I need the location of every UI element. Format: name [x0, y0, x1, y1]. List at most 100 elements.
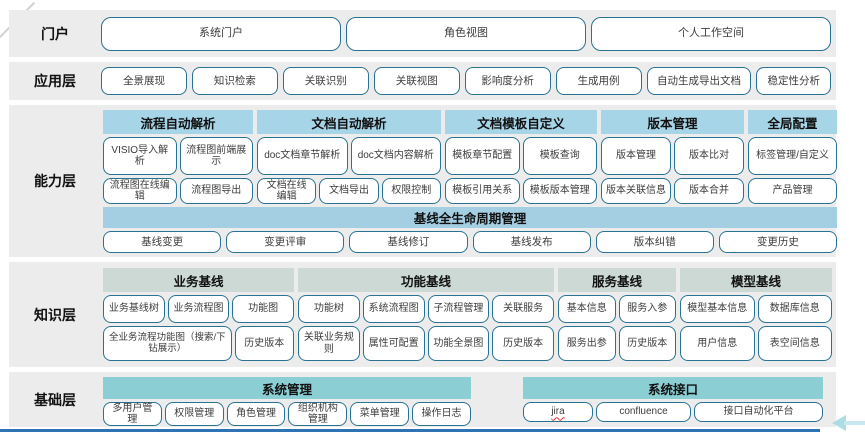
knowledge-button[interactable]: 表空间信息 [757, 326, 832, 361]
layer-row-application: 应用层 全景展现 知识检索 关联识别 关联视图 影响度分析 生成用例 自动生成导… [9, 62, 836, 100]
knowledge-button[interactable]: 系统流程图 [362, 295, 425, 323]
baseline-lifecycle-header: 基线全生命周期管理 [103, 207, 837, 228]
foundation-button[interactable]: 菜单管理 [350, 402, 410, 426]
baseline-button[interactable]: 基线修订 [349, 230, 468, 253]
capability-button[interactable]: doc文档内容解析 [350, 137, 441, 175]
layer-row-foundation: 基础层 系统管理 多用户管理 权限管理 角色管理 组织机构管理 菜单管理 操作日… [9, 372, 836, 427]
knowledge-button[interactable]: 历史版本 [492, 326, 554, 361]
group-header: 系统接口 [523, 377, 823, 399]
foundation-content: 系统管理 多用户管理 权限管理 角色管理 组织机构管理 菜单管理 操作日志 系统… [101, 372, 836, 427]
capability-button[interactable]: 版本合并 [674, 178, 744, 204]
foundation-button[interactable]: 角色管理 [226, 402, 286, 426]
knowledge-button[interactable]: 关联服务 [492, 295, 554, 323]
portal-button[interactable]: 个人工作空间 [591, 16, 831, 51]
group-header: 文档模板自定义 [445, 110, 597, 134]
foundation-button[interactable]: 操作日志 [412, 402, 471, 426]
capability-group-doc-parse: 文档自动解析 doc文档章节解析 doc文档内容解析 文档在线编辑 文档导出 权… [257, 110, 441, 204]
knowledge-group-service-baseline: 服务基线 基本信息 服务入参 服务出参 历史版本 [558, 268, 676, 361]
app-button[interactable]: 关联视图 [373, 67, 460, 95]
app-button[interactable]: 自动生成导出文档 [646, 67, 752, 95]
capability-content: 流程自动解析 VISIO导入解析 流程图前端展示 流程图在线编辑 流程图导出 文… [101, 105, 842, 257]
foundation-button[interactable]: 多用户管理 [103, 402, 162, 426]
capability-button[interactable]: 权限控制 [381, 178, 441, 204]
knowledge-button[interactable]: 历史版本 [234, 326, 294, 361]
interface-button-confluence[interactable]: confluence [596, 402, 691, 422]
capability-button[interactable]: 流程图导出 [179, 178, 253, 204]
knowledge-button[interactable]: 功能图 [232, 295, 295, 323]
capability-button[interactable]: 版本关联信息 [601, 178, 671, 204]
baseline-button[interactable]: 变更历史 [718, 230, 838, 253]
arrow-tail [844, 421, 865, 425]
capability-button[interactable]: 模板引用关系 [445, 178, 520, 204]
capability-group-version-mgmt: 版本管理 版本管理 版本比对 版本关联信息 版本合并 [601, 110, 744, 204]
arrow-head [832, 415, 846, 431]
capability-group-global-config: 全局配置 标签管理/自定义 产品管理 [748, 110, 837, 204]
knowledge-group-model-baseline: 模型基线 模型基本信息 数据库信息 用户信息 表空间信息 [680, 268, 832, 361]
knowledge-button[interactable]: 功能树 [298, 295, 360, 323]
capability-button[interactable]: 产品管理 [748, 178, 837, 204]
foundation-button[interactable]: 权限管理 [164, 402, 224, 426]
capability-button[interactable]: 模板查询 [522, 137, 597, 175]
knowledge-button[interactable]: 功能全景图 [427, 326, 490, 361]
group-header: 系统管理 [103, 377, 471, 399]
group-header: 版本管理 [601, 110, 744, 134]
baseline-button[interactable]: 版本纠错 [595, 230, 714, 253]
app-button[interactable]: 全景展现 [101, 67, 187, 95]
group-header: 模型基线 [680, 268, 832, 292]
layer-row-portal: 门户 系统门户 角色视图 个人工作空间 [9, 10, 836, 57]
group-header: 流程自动解析 [103, 110, 253, 134]
knowledge-button[interactable]: 全业务流程功能图（搜索/下钻展示） [103, 326, 232, 361]
knowledge-button[interactable]: 基本信息 [558, 295, 616, 323]
knowledge-group-business-baseline: 业务基线 业务基线树 业务流程图 功能图 全业务流程功能图（搜索/下钻展示） 历… [103, 268, 295, 361]
capability-button[interactable]: 文档在线编辑 [257, 178, 317, 204]
interface-button-jira[interactable]: jira [523, 402, 593, 422]
capability-button[interactable]: 流程图在线编辑 [103, 178, 177, 204]
knowledge-button[interactable]: 模型基本信息 [680, 295, 755, 323]
foundation-button[interactable]: 组织机构管理 [288, 402, 348, 426]
foundation-group-system-mgmt: 系统管理 多用户管理 权限管理 角色管理 组织机构管理 菜单管理 操作日志 [103, 377, 471, 426]
layer-label-application: 应用层 [34, 73, 76, 89]
portal-content: 系统门户 角色视图 个人工作空间 [101, 16, 836, 51]
capability-group-doc-template: 文档模板自定义 模板章节配置 模板查询 模板引用关系 模板版本管理 [445, 110, 597, 204]
knowledge-group-function-baseline: 功能基线 功能树 系统流程图 子流程管理 关联服务 关联业务规则 属性可配置 功… [298, 268, 554, 361]
bottom-accent-line [0, 429, 820, 432]
portal-button[interactable]: 系统门户 [101, 16, 341, 51]
capability-button[interactable]: doc文档章节解析 [257, 137, 348, 175]
knowledge-button[interactable]: 用户信息 [680, 326, 755, 361]
application-content: 全景展现 知识检索 关联识别 关联视图 影响度分析 生成用例 自动生成导出文档 … [101, 67, 836, 95]
interface-button-api-platform[interactable]: 接口自动化平台 [694, 402, 823, 422]
knowledge-button[interactable]: 属性可配置 [362, 326, 425, 361]
app-button[interactable]: 生成用例 [555, 67, 642, 95]
baseline-buttons-row: 基线变更 变更评审 基线修订 基线发布 版本纠错 变更历史 [103, 230, 838, 253]
knowledge-content: 业务基线 业务基线树 业务流程图 功能图 全业务流程功能图（搜索/下钻展示） 历… [101, 262, 837, 367]
baseline-button[interactable]: 基线发布 [472, 230, 591, 253]
knowledge-button[interactable]: 关联业务规则 [298, 326, 360, 361]
app-button[interactable]: 知识检索 [191, 67, 278, 95]
capability-button[interactable]: 流程图前端展示 [179, 137, 253, 175]
knowledge-button[interactable]: 业务基线树 [103, 295, 165, 323]
portal-button[interactable]: 角色视图 [346, 16, 586, 51]
app-button[interactable]: 影响度分析 [464, 67, 551, 95]
capability-button[interactable]: VISIO导入解析 [103, 137, 177, 175]
knowledge-button[interactable]: 业务流程图 [167, 295, 230, 323]
app-button[interactable]: 稳定性分析 [756, 67, 831, 95]
capability-button[interactable]: 文档导出 [319, 178, 379, 204]
group-header: 全局配置 [748, 110, 837, 134]
capability-button[interactable]: 标签管理/自定义 [748, 137, 837, 175]
baseline-button[interactable]: 变更评审 [226, 230, 345, 253]
layer-row-knowledge: 知识层 业务基线 业务基线树 业务流程图 功能图 全业务流程功能图（搜索/下钻展… [9, 262, 836, 367]
layer-label-capability: 能力层 [34, 173, 76, 189]
app-button[interactable]: 关联识别 [282, 67, 369, 95]
knowledge-button[interactable]: 历史版本 [618, 326, 676, 361]
capability-button[interactable]: 模板章节配置 [445, 137, 520, 175]
knowledge-button[interactable]: 子流程管理 [427, 295, 490, 323]
capability-button[interactable]: 版本比对 [674, 137, 744, 175]
capability-button[interactable]: 版本管理 [601, 137, 671, 175]
capability-button[interactable]: 模板版本管理 [522, 178, 597, 204]
knowledge-button[interactable]: 服务出参 [558, 326, 616, 361]
knowledge-button[interactable]: 数据库信息 [757, 295, 832, 323]
capability-groups: 流程自动解析 VISIO导入解析 流程图前端展示 流程图在线编辑 流程图导出 文… [103, 110, 837, 204]
layer-label-knowledge: 知识层 [34, 306, 76, 323]
knowledge-button[interactable]: 服务入参 [618, 295, 676, 323]
baseline-button[interactable]: 基线变更 [103, 230, 222, 253]
